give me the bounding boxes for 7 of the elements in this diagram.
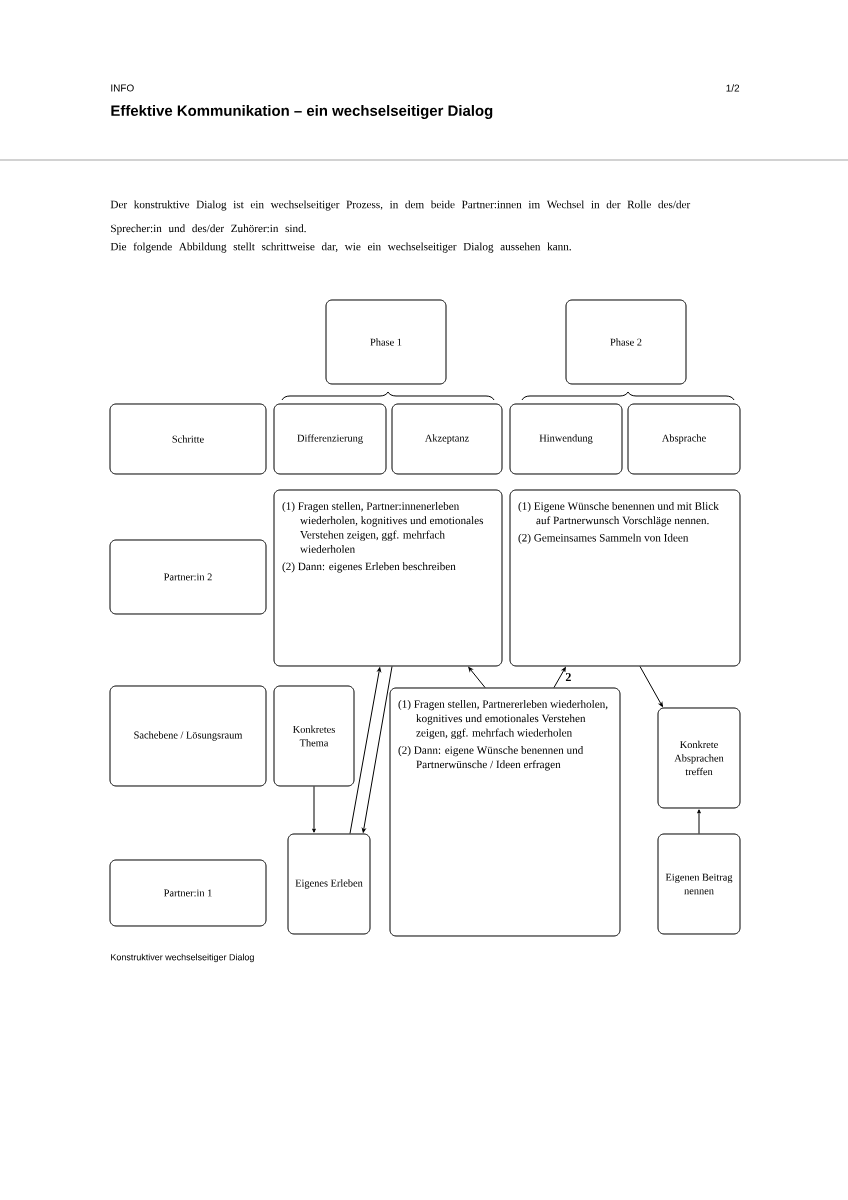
arrow	[697, 809, 701, 834]
arrow	[361, 666, 393, 833]
arrow	[639, 666, 663, 707]
arrow	[349, 667, 382, 834]
arrow	[312, 786, 316, 833]
arrow	[468, 667, 486, 688]
arrow	[553, 667, 566, 688]
